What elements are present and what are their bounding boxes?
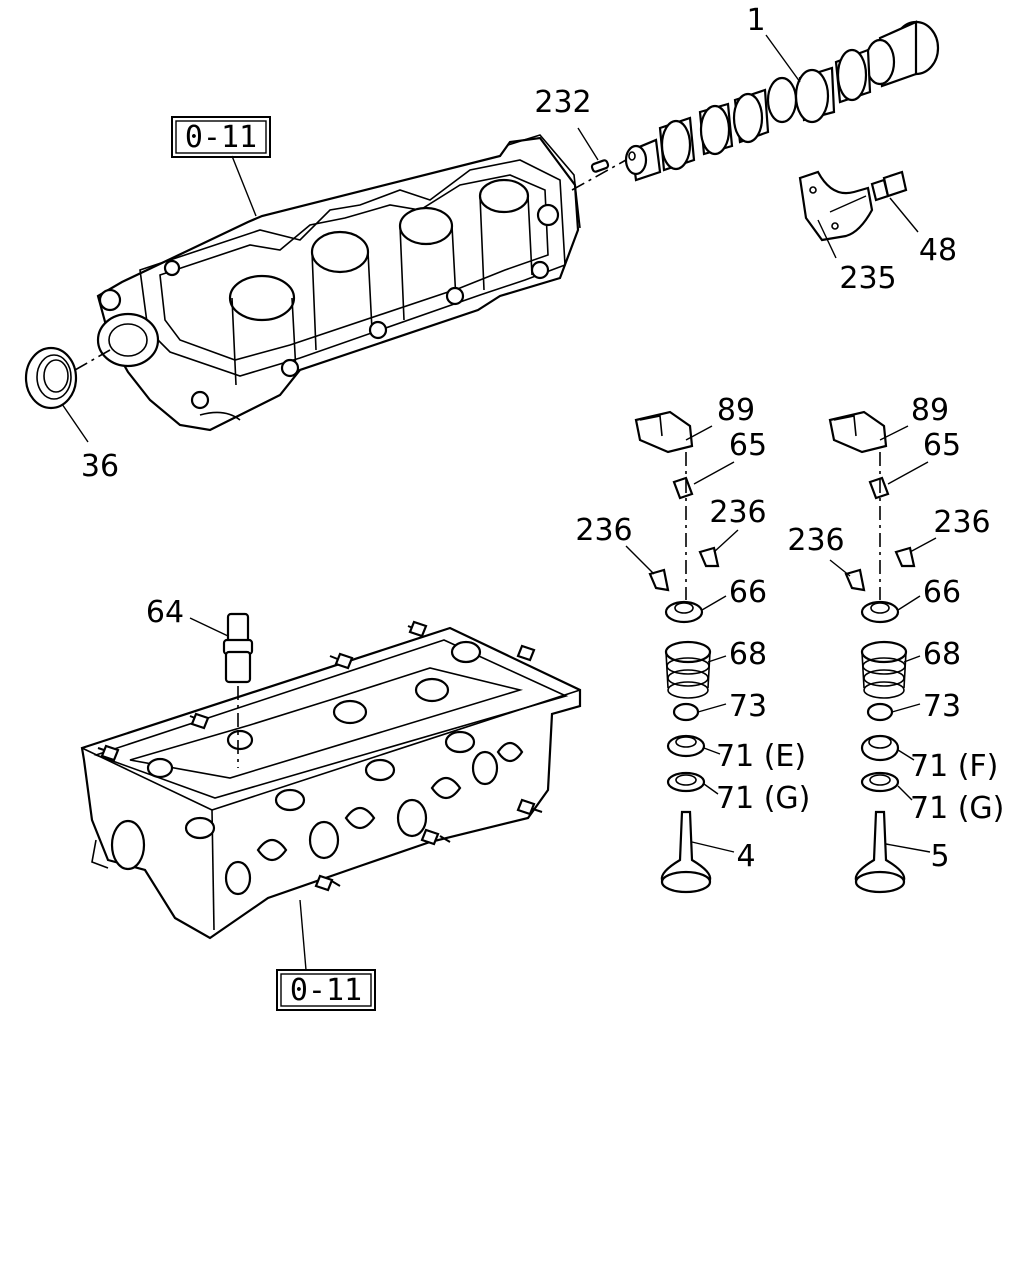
callout-right-retainer[interactable]: 66 — [923, 575, 961, 610]
callout-left-collet-a[interactable]: 236 — [709, 495, 766, 530]
callout-right-valve[interactable]: 5 — [930, 839, 949, 874]
callout-oil-seal[interactable]: 36 — [81, 449, 119, 484]
leader-lines — [61, 34, 937, 971]
cylinder-head — [80, 620, 582, 940]
callout-right-spring[interactable]: 68 — [923, 637, 961, 672]
bracket — [798, 170, 874, 242]
camshaft — [624, 20, 940, 182]
callout-right-rocker[interactable]: 89 — [911, 393, 949, 428]
callout-pin[interactable]: 232 — [534, 85, 591, 120]
callout-right-collet-b[interactable]: 236 — [787, 523, 844, 558]
oil-seal — [24, 346, 78, 410]
tappet — [222, 612, 254, 684]
ref-box-bottom-label: 0-11 — [290, 973, 362, 1008]
pin — [590, 159, 610, 173]
callout-right-seat-upper[interactable]: 71 (F) — [910, 749, 998, 784]
ref-box-top-label: 0-11 — [185, 120, 257, 155]
alignment-lines — [74, 159, 627, 768]
callout-tappet[interactable]: 64 — [146, 595, 184, 630]
callout-bolt[interactable]: 48 — [919, 233, 957, 268]
callout-left-spring[interactable]: 68 — [729, 637, 767, 672]
cam-carrier — [96, 134, 581, 432]
callout-right-seat-lower[interactable]: 71 (G) — [910, 791, 1004, 826]
callout-left-retainer[interactable]: 66 — [729, 575, 767, 610]
valve-set-right — [828, 410, 916, 894]
callout-right-cap[interactable]: 65 — [923, 428, 961, 463]
callout-right-stem-seal[interactable]: 73 — [923, 689, 961, 724]
callout-left-rocker[interactable]: 89 — [717, 393, 755, 428]
callout-left-seat-upper[interactable]: 71 (E) — [716, 739, 806, 774]
ref-box-top[interactable]: 0-11 — [171, 116, 271, 158]
callout-labels: 1 232 235 48 36 64 89 65 236 236 66 68 7… — [81, 3, 1004, 874]
callout-left-valve[interactable]: 4 — [736, 839, 755, 874]
callout-right-collet-a[interactable]: 236 — [933, 505, 990, 540]
callout-left-cap[interactable]: 65 — [729, 428, 767, 463]
callout-left-stem-seal[interactable]: 73 — [729, 689, 767, 724]
callout-left-seat-lower[interactable]: 71 (G) — [716, 781, 810, 816]
valve-set-left — [634, 410, 720, 894]
callout-left-collet-b[interactable]: 236 — [575, 513, 632, 548]
callout-bracket[interactable]: 235 — [839, 261, 896, 296]
callout-camshaft[interactable]: 1 — [746, 3, 765, 38]
ref-box-bottom[interactable]: 0-11 — [276, 969, 376, 1011]
bolt — [870, 170, 908, 202]
